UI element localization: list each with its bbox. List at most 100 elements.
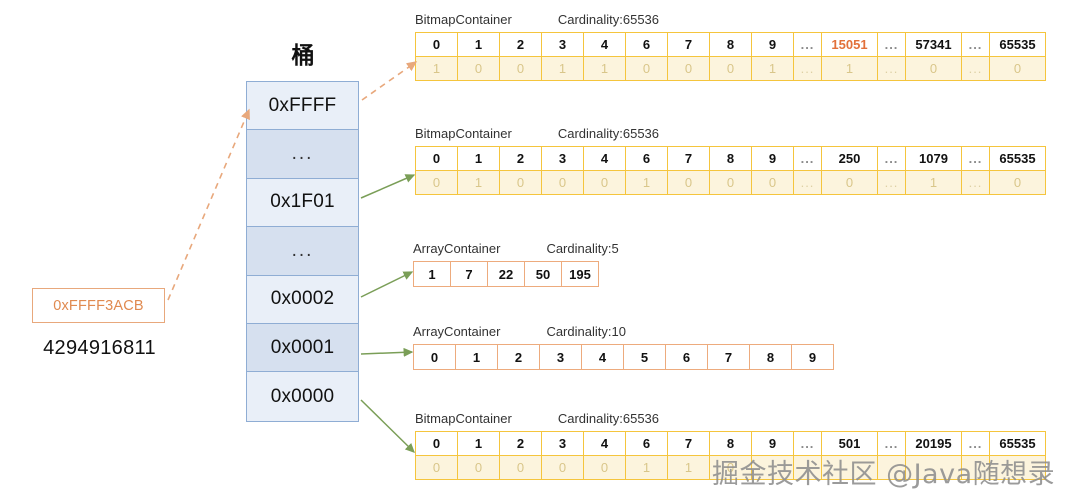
cell: ... <box>961 431 990 456</box>
cell: 5 <box>623 344 666 370</box>
bucket-row-0x1f01[interactable]: 0x1F01 <box>247 178 358 228</box>
cell: 0 <box>415 32 458 57</box>
cell: 4 <box>583 431 626 456</box>
cell: 0 <box>457 455 500 480</box>
bucket-row-label: 0x0001 <box>270 336 335 358</box>
bucket-row-0x0000[interactable]: 0x0000 <box>247 372 358 421</box>
container-type-label: ArrayContainer <box>413 241 501 256</box>
cell: ... <box>961 146 990 171</box>
bucket-row-label: 0xFFFF <box>268 94 337 116</box>
cell: 0 <box>583 455 626 480</box>
cell: 1 <box>751 56 794 81</box>
container-type-label: BitmapContainer <box>415 12 512 27</box>
cell: ... <box>961 32 990 57</box>
cell: ... <box>793 146 822 171</box>
cell: 0 <box>583 170 626 195</box>
cell: 0 <box>499 56 542 81</box>
bucket-row-ellipsis[interactable]: ... <box>247 130 358 179</box>
cell: 22 <box>487 261 525 287</box>
cell: 1 <box>541 56 584 81</box>
cell: 2 <box>499 431 542 456</box>
cell: 0 <box>709 170 752 195</box>
bucket-title: 桶 <box>291 42 315 68</box>
cell: 2 <box>499 146 542 171</box>
bucket-row-0x0002[interactable]: 0x0002 <box>247 275 358 324</box>
cell: 1 <box>457 431 500 456</box>
bucket-row-0x0001[interactable]: 0x0001 <box>247 323 358 373</box>
cell: 1 <box>625 455 668 480</box>
cell <box>905 455 962 480</box>
cell: 0 <box>667 170 710 195</box>
cell: 15051 <box>821 32 878 57</box>
cell: 1 <box>905 170 962 195</box>
cell: 1 <box>455 344 498 370</box>
cell: 6 <box>625 32 668 57</box>
cell: 7 <box>667 431 710 456</box>
cell: 0 <box>667 56 710 81</box>
cell: 0 <box>751 170 794 195</box>
cell: 4 <box>583 32 626 57</box>
cell: 0 <box>541 455 584 480</box>
cell: 3 <box>541 32 584 57</box>
container-cardinality-label: Cardinality:65536 <box>557 126 660 141</box>
arrow-bucket-0000-to-container <box>360 399 415 453</box>
cell: 6 <box>625 431 668 456</box>
cell: 6 <box>625 146 668 171</box>
cell: 9 <box>751 146 794 171</box>
bucket-row-0xffff[interactable]: 0xFFFF <box>247 82 358 131</box>
cell: 7 <box>450 261 488 287</box>
cell: 0 <box>415 170 458 195</box>
cell: 3 <box>541 431 584 456</box>
cell <box>793 455 822 480</box>
cell: 0 <box>457 56 500 81</box>
cell: 1 <box>457 32 500 57</box>
cell: 0 <box>415 455 458 480</box>
cell: 3 <box>539 344 582 370</box>
cell: 0 <box>625 56 668 81</box>
container-cardinality-label: Cardinality:65536 <box>557 12 660 27</box>
cell: 8 <box>709 146 752 171</box>
container-type-label: BitmapContainer <box>415 411 512 426</box>
bucket-row-ellipsis[interactable]: ... <box>247 227 358 276</box>
cell: 0 <box>413 344 456 370</box>
cell <box>877 455 906 480</box>
bucket-column: 0xFFFF... 0x1F01... 0x0002 0x0001 0x0000 <box>246 81 359 422</box>
cell: 4 <box>581 344 624 370</box>
cell: 0 <box>989 56 1046 81</box>
cell: 20195 <box>905 431 962 456</box>
arrow-bucket-0002-to-container <box>360 271 414 298</box>
cell: 1 <box>821 56 878 81</box>
bucket-row-label: ... <box>291 239 314 261</box>
bucket-row-label: ... <box>291 143 314 165</box>
cell <box>961 455 990 480</box>
cell: 2 <box>499 32 542 57</box>
arrow-bucket-1f01-to-container <box>360 174 416 199</box>
source-decimal-label: 4294916811 <box>43 337 156 359</box>
cell: 8 <box>709 32 752 57</box>
cell: ... <box>877 146 906 171</box>
container-cardinality-label: Cardinality:10 <box>546 324 626 339</box>
arrow-bucket-0001-to-container <box>360 347 414 357</box>
cell: 1 <box>457 146 500 171</box>
source-hex-label: 0xFFFF3ACB <box>53 297 144 314</box>
cell: 1 <box>413 261 451 287</box>
cell: ... <box>793 170 822 195</box>
cell: ... <box>793 56 822 81</box>
cell: ... <box>961 56 990 81</box>
cell: 0 <box>541 170 584 195</box>
